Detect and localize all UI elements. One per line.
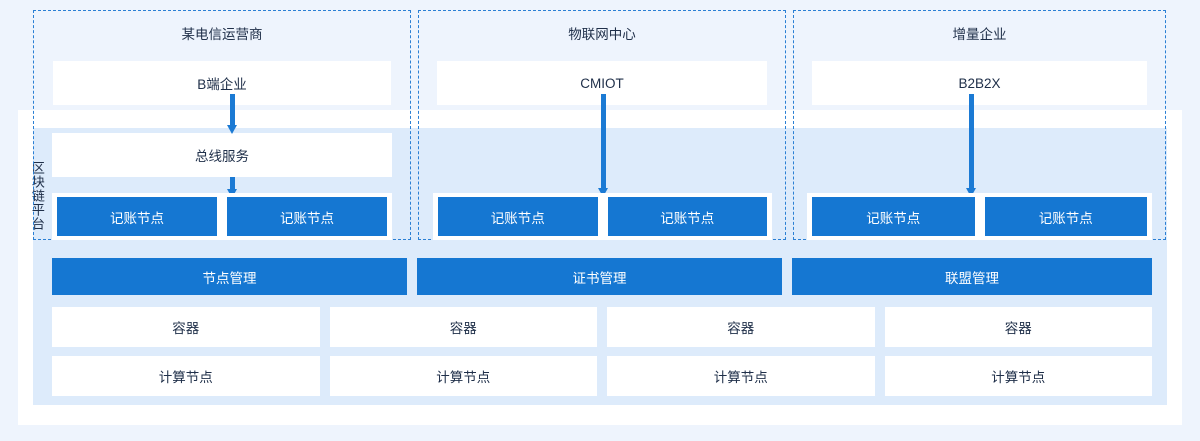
arrow-shaft [601, 94, 606, 189]
arrow-shaft [230, 94, 235, 126]
ledger-node[interactable]: 记账节点 [812, 197, 975, 236]
management-bar-alliance[interactable]: 联盟管理 [792, 258, 1152, 295]
ledger-node[interactable]: 记账节点 [438, 197, 598, 236]
compute-node-row: 计算节点 计算节点 计算节点 计算节点 [52, 356, 1152, 396]
ledger-node[interactable]: 记账节点 [57, 197, 217, 236]
bus-service-box[interactable]: 总线服务 [52, 133, 392, 177]
ledger-node[interactable]: 记账节点 [984, 197, 1147, 236]
container-cell[interactable]: 容器 [329, 307, 597, 347]
ledger-node-row-0: 记账节点 记账节点 [57, 197, 387, 236]
ledger-node[interactable]: 记账节点 [227, 197, 387, 236]
container-row: 容器 容器 容器 容器 [52, 307, 1152, 347]
org-title-2: 增量企业 [952, 26, 1007, 42]
org-title-1: 物联网中心 [568, 26, 636, 42]
container-cell[interactable]: 容器 [52, 307, 320, 347]
arrow-down-b2b2x-to-ledger [966, 94, 976, 197]
org-column-telecom-operator: 某电信运营商 B端企业 [33, 10, 411, 240]
arrow-head [598, 188, 608, 197]
org-column-incremental-enterprise: 增量企业 B2B2X [793, 10, 1166, 240]
container-cell[interactable]: 容器 [884, 307, 1152, 347]
management-bar-certificate[interactable]: 证书管理 [417, 258, 782, 295]
arrow-down-entity-to-bus [227, 94, 237, 134]
org-title-0: 某电信运营商 [181, 26, 263, 42]
ledger-node-row-1: 记账节点 记账节点 [438, 197, 767, 236]
arrow-head [966, 188, 976, 197]
management-bar-node[interactable]: 节点管理 [52, 258, 407, 295]
container-cell[interactable]: 容器 [607, 307, 875, 347]
org-entity-0[interactable]: B端企业 [53, 61, 391, 105]
compute-node-cell[interactable]: 计算节点 [884, 356, 1152, 396]
ledger-node[interactable]: 记账节点 [607, 197, 767, 236]
compute-node-cell[interactable]: 计算节点 [52, 356, 320, 396]
arrow-down-cmiot-to-ledger [598, 94, 608, 197]
compute-node-cell[interactable]: 计算节点 [607, 356, 875, 396]
arrow-shaft [969, 94, 974, 189]
arrow-shaft [230, 177, 235, 190]
ledger-node-row-2: 记账节点 记账节点 [812, 197, 1147, 236]
arrow-head [227, 125, 237, 134]
compute-node-cell[interactable]: 计算节点 [329, 356, 597, 396]
org-entity-2[interactable]: B2B2X [812, 61, 1147, 105]
